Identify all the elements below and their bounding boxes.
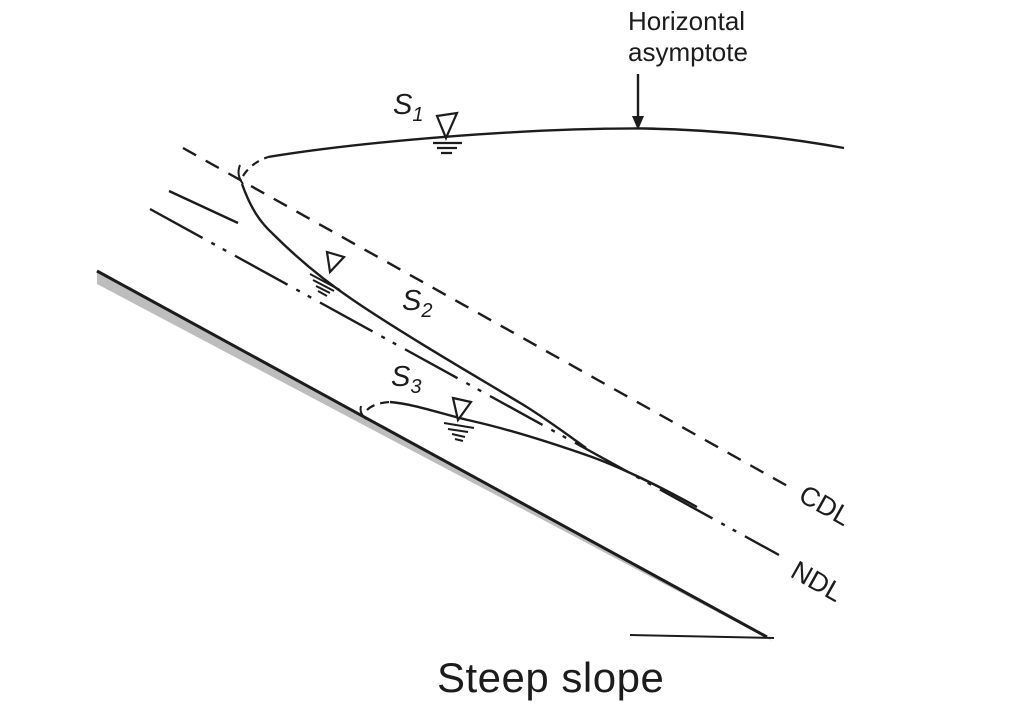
critical-depth-line [182, 146, 792, 490]
s3-label: S3 [391, 361, 421, 398]
cdl-label: CDL [794, 479, 856, 532]
bed-surface-line [96, 269, 768, 639]
upstream-segment [168, 189, 239, 225]
datum-line [629, 634, 775, 639]
s3-label-base: S [391, 361, 411, 393]
steep-slope-caption: Steep slope [437, 654, 664, 701]
s3-start-tick [359, 405, 367, 420]
water-surface-triangle-icon [325, 250, 347, 275]
arrow-head [632, 116, 644, 130]
labels-layer: Horizontal asymptote S1 S2 S3 CDL NDL St… [391, 6, 856, 701]
s1-dashed-lead [242, 155, 269, 177]
water-hatch-marks [443, 422, 475, 442]
s3-profile-curve [389, 400, 698, 509]
water-hatch-marks [433, 141, 462, 155]
water-surface-symbol-s2 [309, 250, 347, 297]
s2-label-base: S [402, 285, 422, 317]
s3-label-sub: 3 [410, 376, 421, 398]
water-surface-symbol-s3 [443, 396, 475, 442]
s2-profile-curve [240, 183, 587, 449]
s1-label-base: S [393, 89, 413, 121]
s1-label-sub: 1 [412, 104, 423, 126]
horizontal-asymptote-label-line1: Horizontal [628, 6, 745, 36]
water-hatch-marks [309, 273, 341, 297]
asymptote-arrow-icon [632, 74, 644, 130]
s2-label: S2 [402, 285, 432, 322]
s2-label-sub: 2 [420, 300, 432, 322]
ndl-label: NDL [786, 555, 848, 608]
s3-dashed-lead [366, 400, 391, 411]
horizontal-asymptote-label-line2: asymptote [628, 37, 748, 67]
normal-depth-line [149, 207, 780, 557]
water-surface-triangle-icon [451, 396, 473, 423]
water-surface-triangle-icon [435, 111, 459, 141]
s1-start-tick [237, 164, 244, 185]
s1-profile-curve [267, 127, 845, 159]
water-surface-symbol-s1 [433, 111, 462, 155]
figure-strokes [96, 74, 845, 639]
s1-label: S1 [393, 89, 423, 126]
